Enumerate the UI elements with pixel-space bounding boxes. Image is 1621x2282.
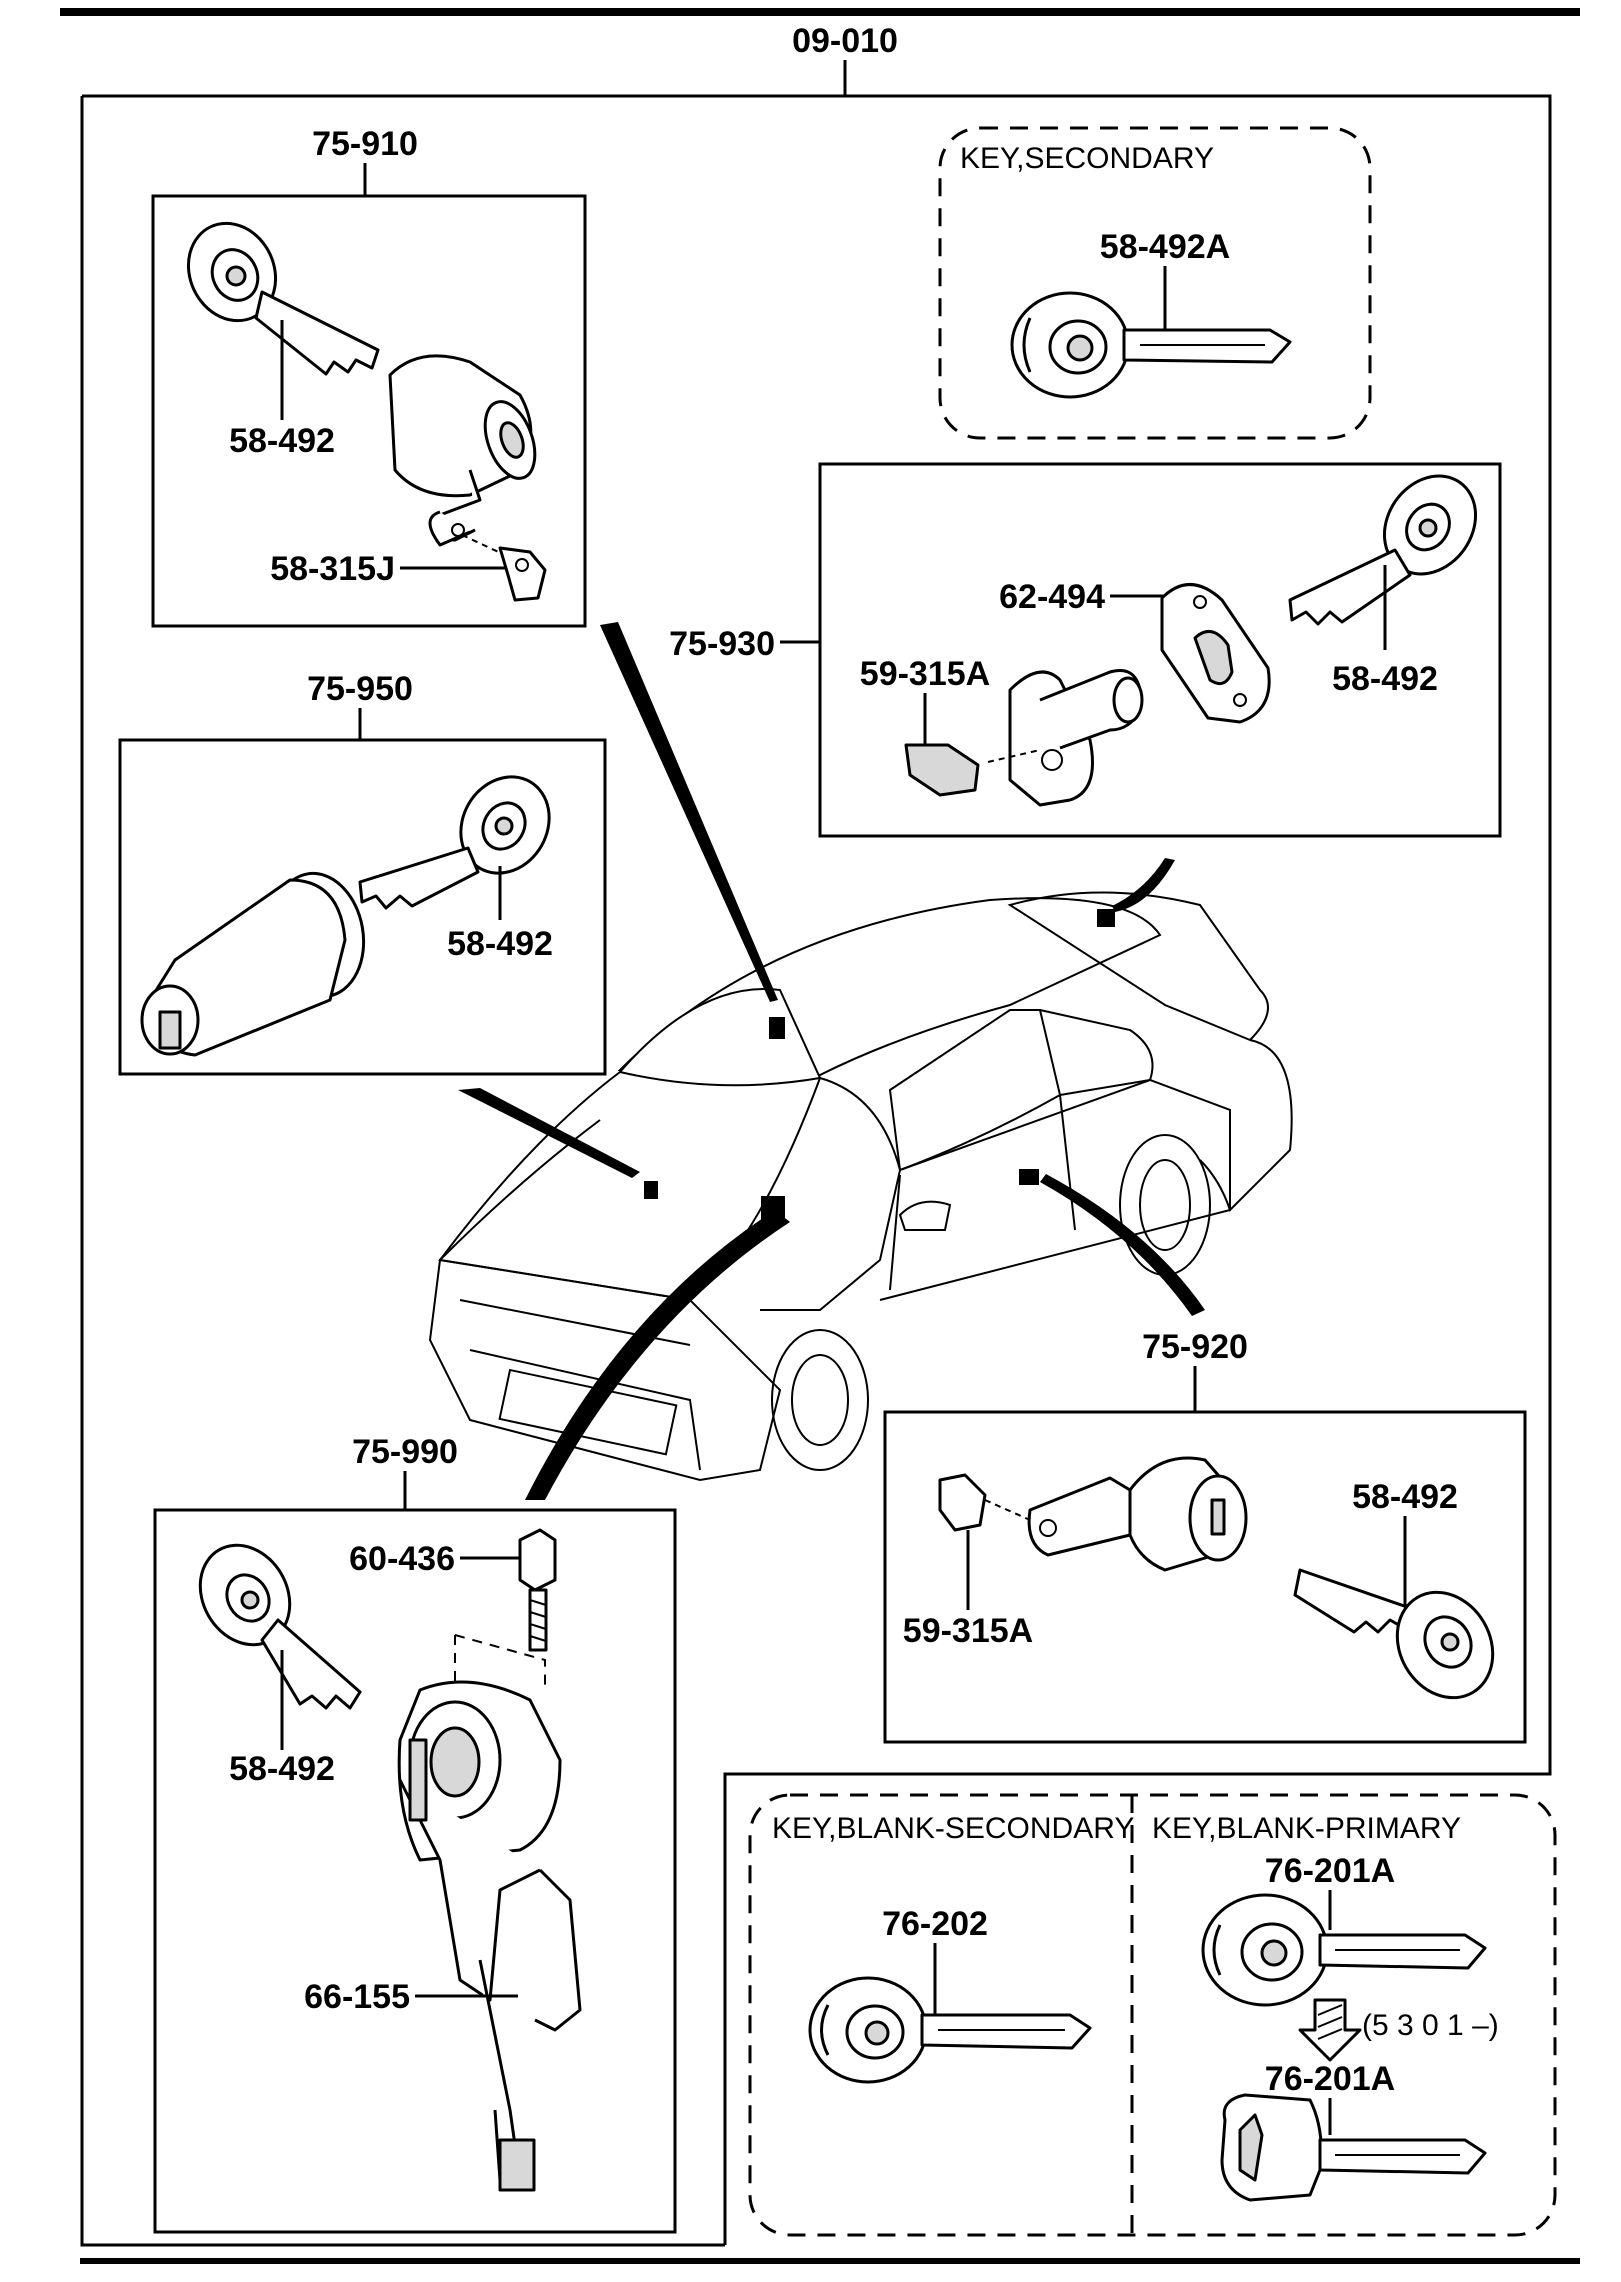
part-label-76-201A-new[interactable]: 76-201A: [1265, 2060, 1395, 2098]
bottom-rule: [80, 2258, 1580, 2264]
part-label-58-315J[interactable]: 58-315J: [270, 550, 395, 588]
group-number-75-990[interactable]: 75-990: [352, 1433, 458, 1471]
key-icon: [1293, 1568, 1495, 1700]
key-icon: [1010, 291, 1292, 399]
group-75-910: 75-910 58-492 58-315J: [151, 125, 587, 628]
key-icon: [198, 1543, 362, 1710]
lock-cylinder-icon: [1008, 669, 1144, 807]
key-blank-icon: [1201, 1893, 1487, 2007]
clip-icon: [498, 546, 547, 602]
part-label-76-202[interactable]: 76-202: [882, 1905, 988, 1943]
ignition-switch-icon: [397, 1680, 582, 2192]
lock-cylinder-icon: [140, 871, 366, 1057]
top-rule: [60, 8, 1580, 16]
group-75-930: 75-930 62-494 59-315A 58-492: [669, 462, 1502, 838]
group-75-950: 75-950 58-492: [118, 670, 607, 1076]
clip-icon: [938, 1473, 987, 1532]
part-label-58-492[interactable]: 58-492: [1352, 1478, 1458, 1516]
car-illustration: [428, 891, 1293, 1482]
lock-cylinder-icon: [1027, 1456, 1248, 1572]
key-secondary-label: KEY,SECONDARY: [960, 142, 1214, 175]
key-icon: [358, 775, 551, 910]
main-frame: [82, 94, 1552, 1760]
clip-icon: [904, 743, 980, 797]
part-label-58-492[interactable]: 58-492: [1332, 660, 1438, 698]
group-number-75-930[interactable]: 75-930: [669, 625, 775, 663]
group-number-75-910[interactable]: 75-910: [312, 125, 418, 163]
blank-secondary-label: KEY,BLANK-SECONDARY: [772, 1812, 1134, 1845]
callout-wedge: [1040, 1174, 1205, 1316]
part-label-59-315A[interactable]: 59-315A: [860, 655, 990, 693]
part-label-58-492[interactable]: 58-492: [229, 422, 335, 460]
key-blank-new-icon: [1220, 2093, 1487, 2202]
group-75-990: 75-990 60-436: [153, 1433, 677, 2234]
change-note: (5 3 0 1 –): [1362, 2009, 1499, 2042]
group-key-blanks: KEY,BLANK-SECONDARY 76-202 KEY,BLANK-PRI…: [723, 1760, 1557, 2245]
callout-wedge: [600, 622, 778, 1002]
gasket-icon: [1160, 583, 1271, 724]
part-label-60-436[interactable]: 60-436: [349, 1540, 455, 1578]
key-icon: [186, 221, 380, 376]
part-label-66-155[interactable]: 66-155: [304, 1978, 410, 2016]
group-number-75-950[interactable]: 75-950: [307, 670, 413, 708]
part-label-59-315A[interactable]: 59-315A: [903, 1612, 1033, 1650]
part-label-76-201A[interactable]: 76-201A: [1265, 1852, 1395, 1890]
part-label-58-492[interactable]: 58-492: [229, 1750, 335, 1788]
callout-wedge: [525, 1210, 790, 1500]
part-label-58-492[interactable]: 58-492: [447, 925, 553, 963]
callout-wedge: [458, 1088, 640, 1178]
part-label-62-494[interactable]: 62-494: [999, 578, 1105, 616]
bolt-icon: [518, 1528, 557, 1652]
key-icon: [1288, 474, 1478, 626]
assembly-number[interactable]: 09-010: [792, 22, 898, 60]
supersession-arrow-icon: [1298, 1998, 1362, 2062]
lock-cylinder-icon: [388, 354, 537, 547]
part-label-58-492A[interactable]: 58-492A: [1100, 228, 1230, 266]
group-key-secondary: KEY,SECONDARY 58-492A: [938, 126, 1372, 440]
callout-wedge: [1112, 858, 1175, 912]
key-blank-icon: [808, 1976, 1092, 2084]
group-75-920: 75-920 59-315A 58-492: [883, 1328, 1527, 1744]
blank-primary-label: KEY,BLANK-PRIMARY: [1152, 1812, 1461, 1845]
group-number-75-920[interactable]: 75-920: [1142, 1328, 1248, 1366]
